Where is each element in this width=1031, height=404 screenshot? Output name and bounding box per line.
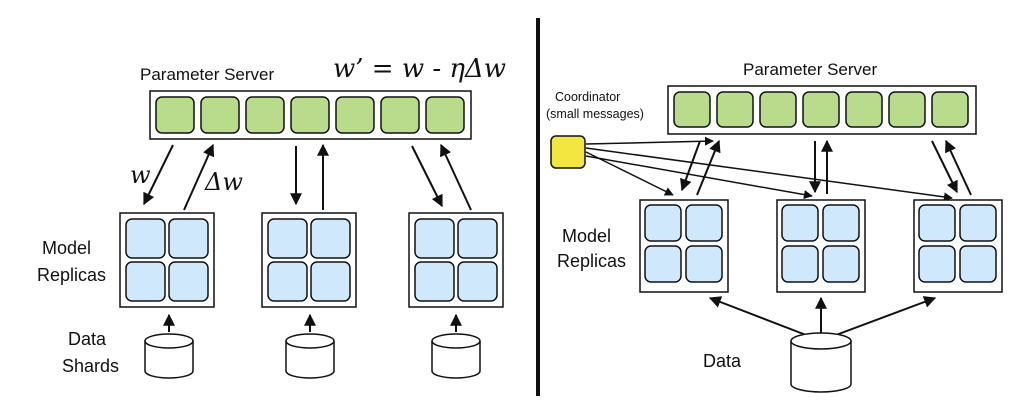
right-server-title: Parameter Server [743,60,877,79]
left-replica-3 [408,212,504,308]
right-replica-2-cell-2 [822,204,860,242]
left-server-cell-2 [200,96,240,134]
right-server-cell-3 [759,91,797,128]
left-replica-1-cell-3 [125,261,166,302]
w-label: w [130,161,151,189]
right-replica-2-cell-3 [781,245,819,283]
left-model-label: Model [42,238,91,258]
right-replica-3 [913,199,1003,293]
right-replicas-label: Replicas [557,251,626,271]
right-server-cell-5 [845,91,883,128]
left-replica-3-cell-4 [457,261,498,302]
left-replica-1 [119,212,215,308]
data-arrow-1 [708,296,807,336]
left-parameter-server [149,90,472,140]
r-arrow-up-1 [696,139,721,196]
left-panel: Parameter Server w’ = w - ηΔw w Δw Model… [37,54,506,379]
arrow-w-down [143,144,174,206]
right-replica-2-cell-1 [781,204,819,242]
data-store-body [790,341,852,393]
left-server-cell-6 [380,96,420,134]
left-server-title: Parameter Server [140,65,274,84]
data-shard-3-top [431,333,481,349]
data-shard-2 [285,333,335,379]
right-replica-3-cell-2 [959,204,997,242]
right-parameter-server [667,85,977,135]
left-replica-2 [261,212,357,308]
coord-arrow-server [585,136,714,146]
right-replica-1 [639,199,729,293]
right-replica-1-cell-2 [685,204,723,242]
left-replica-1-cell-1 [125,218,166,259]
data-store [790,332,852,393]
update-rule: w’ = w - ηΔw [333,54,506,84]
left-server-cell-7 [425,96,465,134]
right-server-cell-7 [931,91,969,128]
data-store-top [790,332,852,350]
data-shard-2-top [285,333,335,349]
data-shard-3-body [431,341,481,379]
delta-w-label: Δw [204,168,243,196]
right-replica-1-cell-4 [685,245,723,283]
right-replica-2-cell-4 [822,245,860,283]
left-replica-2-cell-3 [267,261,308,302]
right-model-label: Model [562,226,611,246]
left-replica-3-cell-2 [457,218,498,259]
left-replica-2-cell-4 [310,261,351,302]
right-data-label: Data [703,351,742,371]
right-panel: Parameter Server Coordinator (small mess… [546,60,1003,393]
data-shard-1-top [144,333,194,349]
right-replica-3-cell-4 [959,245,997,283]
right-replica-1-cell-3 [644,245,682,283]
left-replica-2-cell-2 [310,218,351,259]
r-arrow-down-1 [680,140,701,192]
coordinator-label: Coordinator [555,90,620,104]
data-shard-2-body [285,341,335,379]
coordinator-node [550,135,586,169]
left-server-cell-4 [290,96,330,134]
left-server-cell-3 [245,96,285,134]
right-server-cell-2 [716,91,754,128]
data-arrow-3 [835,296,937,336]
left-replica-1-cell-4 [168,261,209,302]
data-label: Data [68,329,107,349]
arrow-up-3 [440,143,472,211]
right-replica-1-cell-1 [644,204,682,242]
data-shard-1 [144,333,194,379]
data-shard-3 [431,333,481,379]
arrow-dw-up [183,143,215,211]
left-server-cell-5 [335,96,375,134]
left-replica-2-cell-1 [267,218,308,259]
coord-arrow-2 [585,155,813,200]
r-arrow-up-3 [945,139,972,196]
arrow-down-3 [411,145,443,208]
left-replica-3-cell-1 [414,218,455,259]
shards-label: Shards [62,356,119,376]
right-replica-3-cell-3 [918,245,956,283]
right-server-cell-4 [802,91,840,128]
coord-arrow-3 [585,147,953,202]
data-shard-1-body [144,341,194,379]
left-replica-3-cell-3 [414,261,455,302]
left-replica-1-cell-2 [168,218,209,259]
right-server-cell-6 [888,91,926,128]
right-replica-3-cell-1 [918,204,956,242]
left-server-cell-1 [155,96,195,134]
right-replica-2 [776,199,866,293]
coordinator-sublabel: (small messages) [546,107,644,121]
r-arrow-down-3 [931,140,958,194]
right-server-cell-1 [673,91,711,128]
left-replicas-label: Replicas [37,265,106,285]
